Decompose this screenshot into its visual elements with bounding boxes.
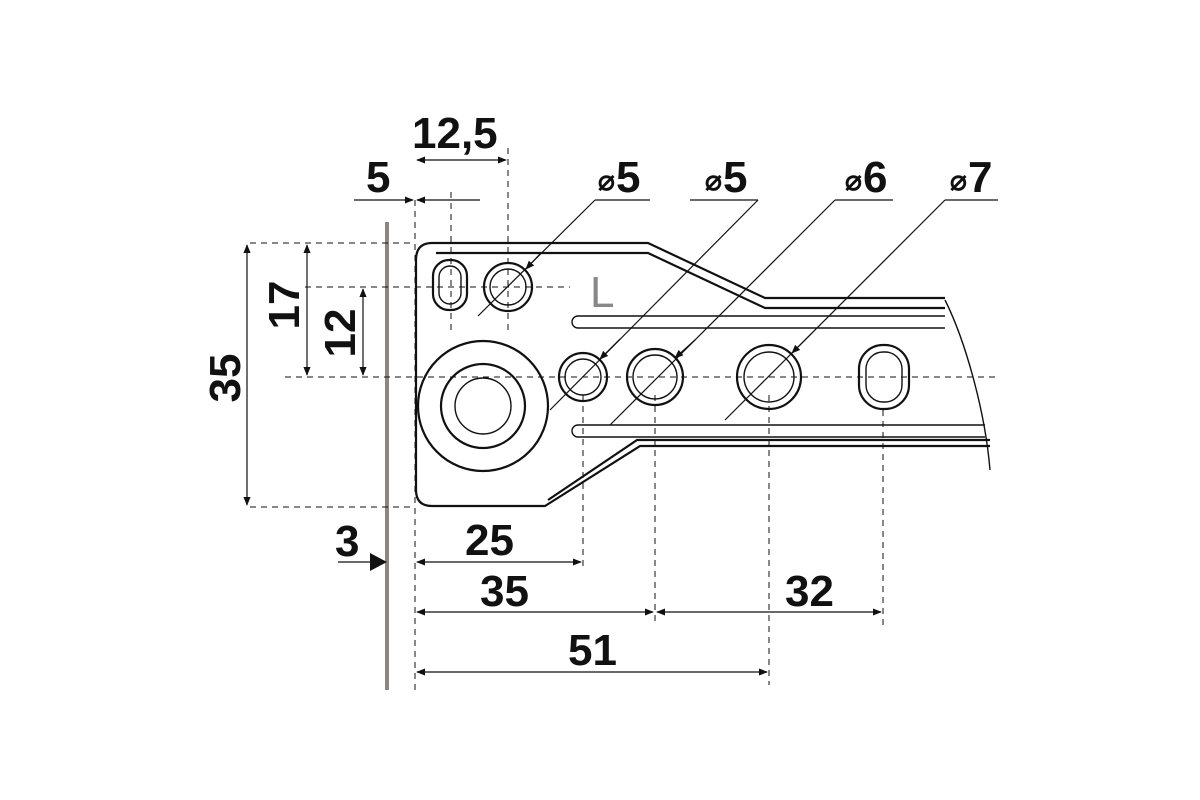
hub-round-boss	[416, 339, 550, 473]
dimension-lines	[243, 156, 882, 676]
diameter-leaders	[477, 199, 998, 426]
dimension-label-5: 5	[366, 153, 390, 202]
dimension-label-25: 25	[465, 516, 514, 565]
diameter-symbol: ⌀	[845, 165, 862, 196]
diameter-symbol: ⌀	[598, 165, 615, 196]
diameter-symbol: ⌀	[950, 165, 967, 196]
part-mark-label: L	[590, 268, 614, 317]
dimension-label-35-vertical: 35	[201, 354, 250, 403]
dimension-label-51: 51	[568, 626, 617, 675]
dimension-label-17: 17	[260, 281, 309, 330]
dimension-label-12-5: 12,5	[412, 109, 498, 158]
diameter-value: 6	[863, 153, 887, 202]
diameter-label-1: ⌀ 5	[598, 153, 640, 202]
dimension-label-3: 3	[335, 517, 359, 566]
dimension-label-35-horizontal: 35	[480, 567, 529, 616]
diameter-symbol: ⌀	[705, 165, 722, 196]
dimension-label-32: 32	[785, 567, 834, 616]
diameter-value: 5	[723, 153, 747, 202]
diameter-label-3: ⌀ 6	[845, 153, 887, 202]
dimension-label-12: 12	[316, 309, 365, 358]
bracket-plate	[414, 241, 991, 508]
diameter-label-4: ⌀ 7	[950, 153, 992, 202]
center-lines	[250, 148, 1000, 690]
diameter-label-2: ⌀ 5	[705, 153, 747, 202]
diameter-value: 7	[968, 153, 992, 202]
hole-slot-top-left	[431, 258, 469, 312]
diameter-value: 5	[616, 153, 640, 202]
